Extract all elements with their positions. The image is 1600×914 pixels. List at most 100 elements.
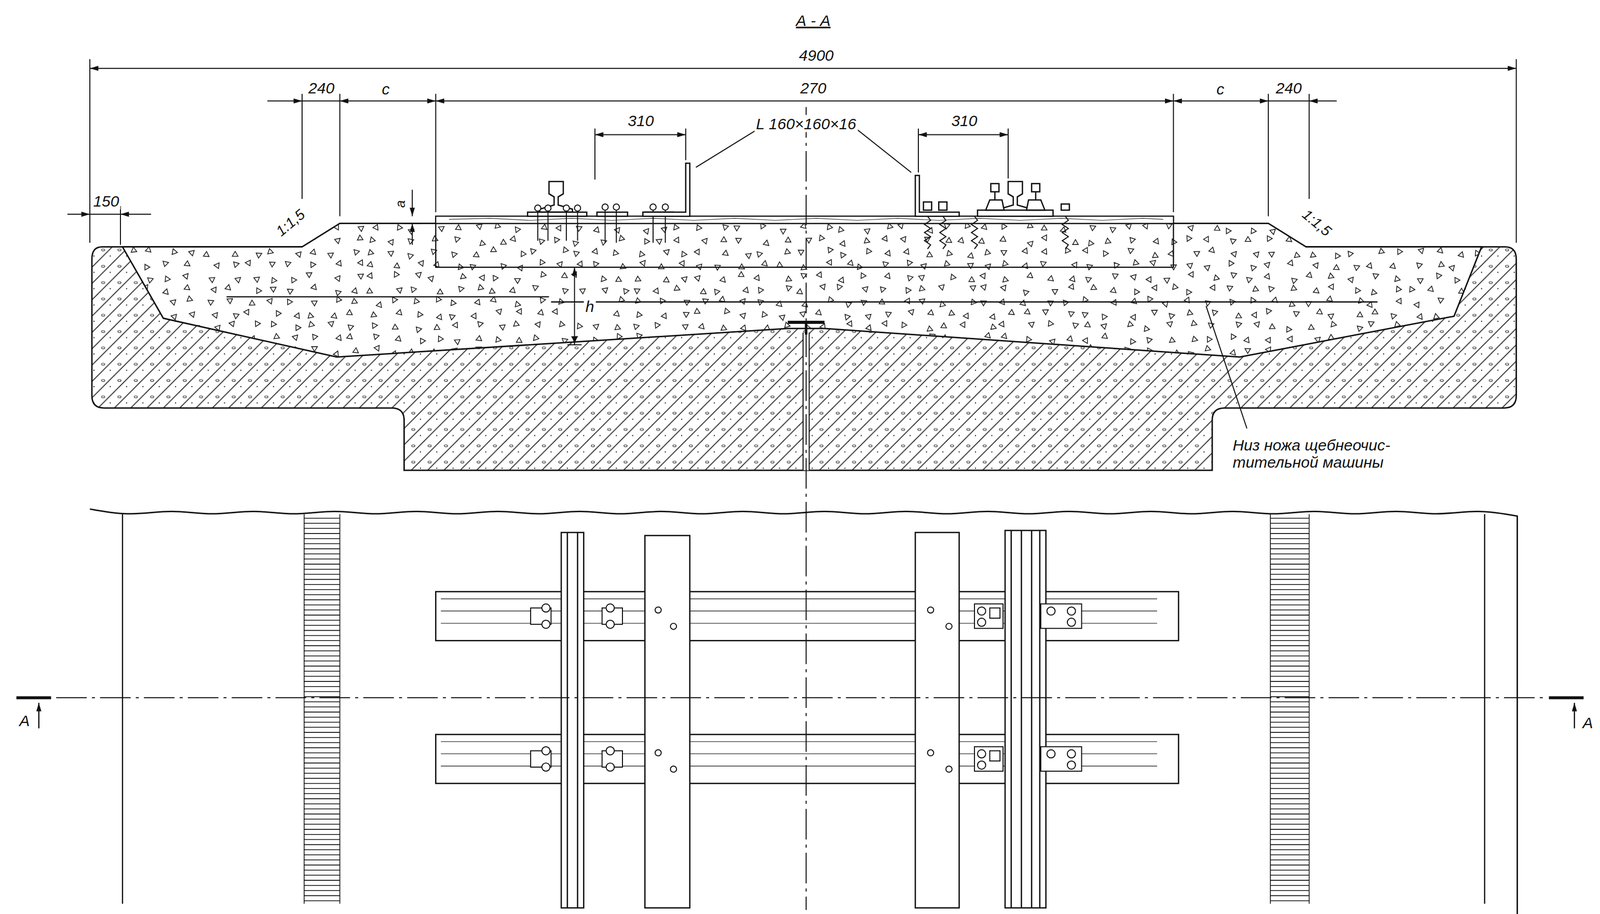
- rail-plan: [1031, 530, 1033, 908]
- ballast-stones: [533, 334, 539, 341]
- fastener: [945, 766, 953, 773]
- ballast-stones: [308, 321, 315, 328]
- ruled-strip: [304, 854, 341, 856]
- ballast-stones: [562, 338, 568, 344]
- ballast-stones: [845, 302, 852, 308]
- ballast-stones: [1433, 238, 1440, 244]
- center-line: [56, 697, 1546, 699]
- ballast-stones: [556, 225, 561, 232]
- section-marker: [38, 702, 40, 729]
- ballast-stones: [513, 320, 520, 327]
- ballast-stones: [838, 348, 844, 355]
- ballast-stones: [1023, 290, 1029, 296]
- ballast-stones: [948, 309, 955, 316]
- ballast-stones: [1432, 348, 1439, 355]
- ballast-stones: [333, 350, 339, 357]
- ruled-strip: [1270, 864, 1310, 866]
- ballast-stones: [309, 234, 316, 240]
- ballast-stones: [970, 286, 976, 292]
- ruled-strip: [304, 563, 341, 565]
- ballast-stones: [287, 289, 294, 295]
- ballast-stones: [1265, 337, 1271, 344]
- ballast-stones: [1474, 296, 1480, 303]
- ballast-stones: [761, 260, 768, 266]
- ballast-stones: [455, 224, 461, 230]
- ballast-stones: [1026, 272, 1033, 278]
- ballast-stones: [146, 323, 153, 330]
- ruled-strip: [304, 757, 341, 759]
- ballast-stones: [460, 273, 467, 279]
- ballast-stones: [1373, 273, 1379, 279]
- ballast-stones: [1020, 300, 1026, 306]
- ballast-stones: [458, 286, 465, 293]
- ruled-strip: [304, 533, 341, 535]
- ballast-stones: [781, 348, 788, 355]
- ruled-strip: [1270, 558, 1310, 560]
- ruled-strip: [1270, 783, 1310, 785]
- ballast-stones: [333, 224, 339, 230]
- ballast-stones: [1314, 337, 1321, 343]
- guard-angle: [642, 163, 959, 216]
- fastener: [1047, 750, 1056, 759]
- ballast-stones: [1086, 277, 1092, 283]
- ballast-stones: [562, 288, 569, 294]
- ballast-stones: [1214, 225, 1220, 230]
- ballast-stones: [701, 238, 708, 244]
- ballast-stones: [396, 309, 402, 315]
- ballast-stones: [1416, 325, 1422, 331]
- ballast-stones: [1414, 302, 1420, 308]
- dimension-line: [918, 133, 1009, 135]
- ruled-strip: [1270, 609, 1310, 612]
- ballast-stones: [437, 289, 443, 294]
- ballast-stones: [1408, 350, 1415, 357]
- ballast-stones: [593, 226, 599, 233]
- spike: [545, 205, 552, 212]
- ballast-stones: [255, 252, 262, 259]
- ruled-strip: [304, 839, 341, 841]
- ruled-strip: [1270, 890, 1310, 892]
- ballast-stones: [573, 251, 580, 257]
- ballast-stones: [905, 348, 911, 355]
- ballast-stones: [292, 334, 298, 341]
- ballast-stones: [681, 251, 687, 257]
- ballast-stones: [129, 236, 135, 243]
- ballast-stones: [539, 238, 545, 245]
- ballast-stones: [1389, 238, 1396, 244]
- ballast-stones: [1354, 236, 1361, 242]
- ballast-stones: [1416, 313, 1422, 320]
- ballast-stones: [1357, 333, 1363, 340]
- ballast-stones: [673, 224, 680, 230]
- ruled-strip: [1270, 823, 1310, 825]
- dimension-line: [1515, 59, 1517, 243]
- ballast-stones: [276, 310, 281, 317]
- screw: [939, 216, 946, 250]
- fastener: [1040, 604, 1082, 629]
- ballast-stones: [271, 321, 277, 328]
- ballast-stones: [1312, 262, 1319, 269]
- ruled-strip: [1270, 752, 1310, 754]
- ballast-stones: [265, 235, 271, 242]
- ballast-stones: [154, 237, 160, 244]
- ballast-stones: [1236, 321, 1242, 328]
- ballast-stones: [270, 287, 277, 293]
- ballast-stones: [694, 249, 699, 255]
- ballast-stones: [420, 338, 426, 345]
- ballast-stones: [941, 334, 948, 341]
- section-marker: [16, 697, 1584, 729]
- ballast-stones: [144, 225, 151, 232]
- fastener: [1067, 750, 1076, 759]
- ballast-stones: [274, 333, 280, 339]
- ruled-strip: [304, 773, 341, 775]
- ballast-stones: [720, 276, 726, 283]
- ballast-stones: [351, 298, 358, 304]
- ruled-strip: [304, 675, 341, 677]
- ballast-stones: [1000, 285, 1006, 292]
- ruled-strip: [304, 568, 341, 571]
- ruled-strip: [1270, 716, 1310, 718]
- ballast-stones: [901, 322, 907, 329]
- ballast-stones: [1470, 333, 1477, 339]
- ballast-stones: [866, 248, 872, 254]
- ruled-strip: [304, 875, 341, 877]
- dimension-line: [119, 206, 121, 246]
- ballast-stones: [1264, 262, 1270, 269]
